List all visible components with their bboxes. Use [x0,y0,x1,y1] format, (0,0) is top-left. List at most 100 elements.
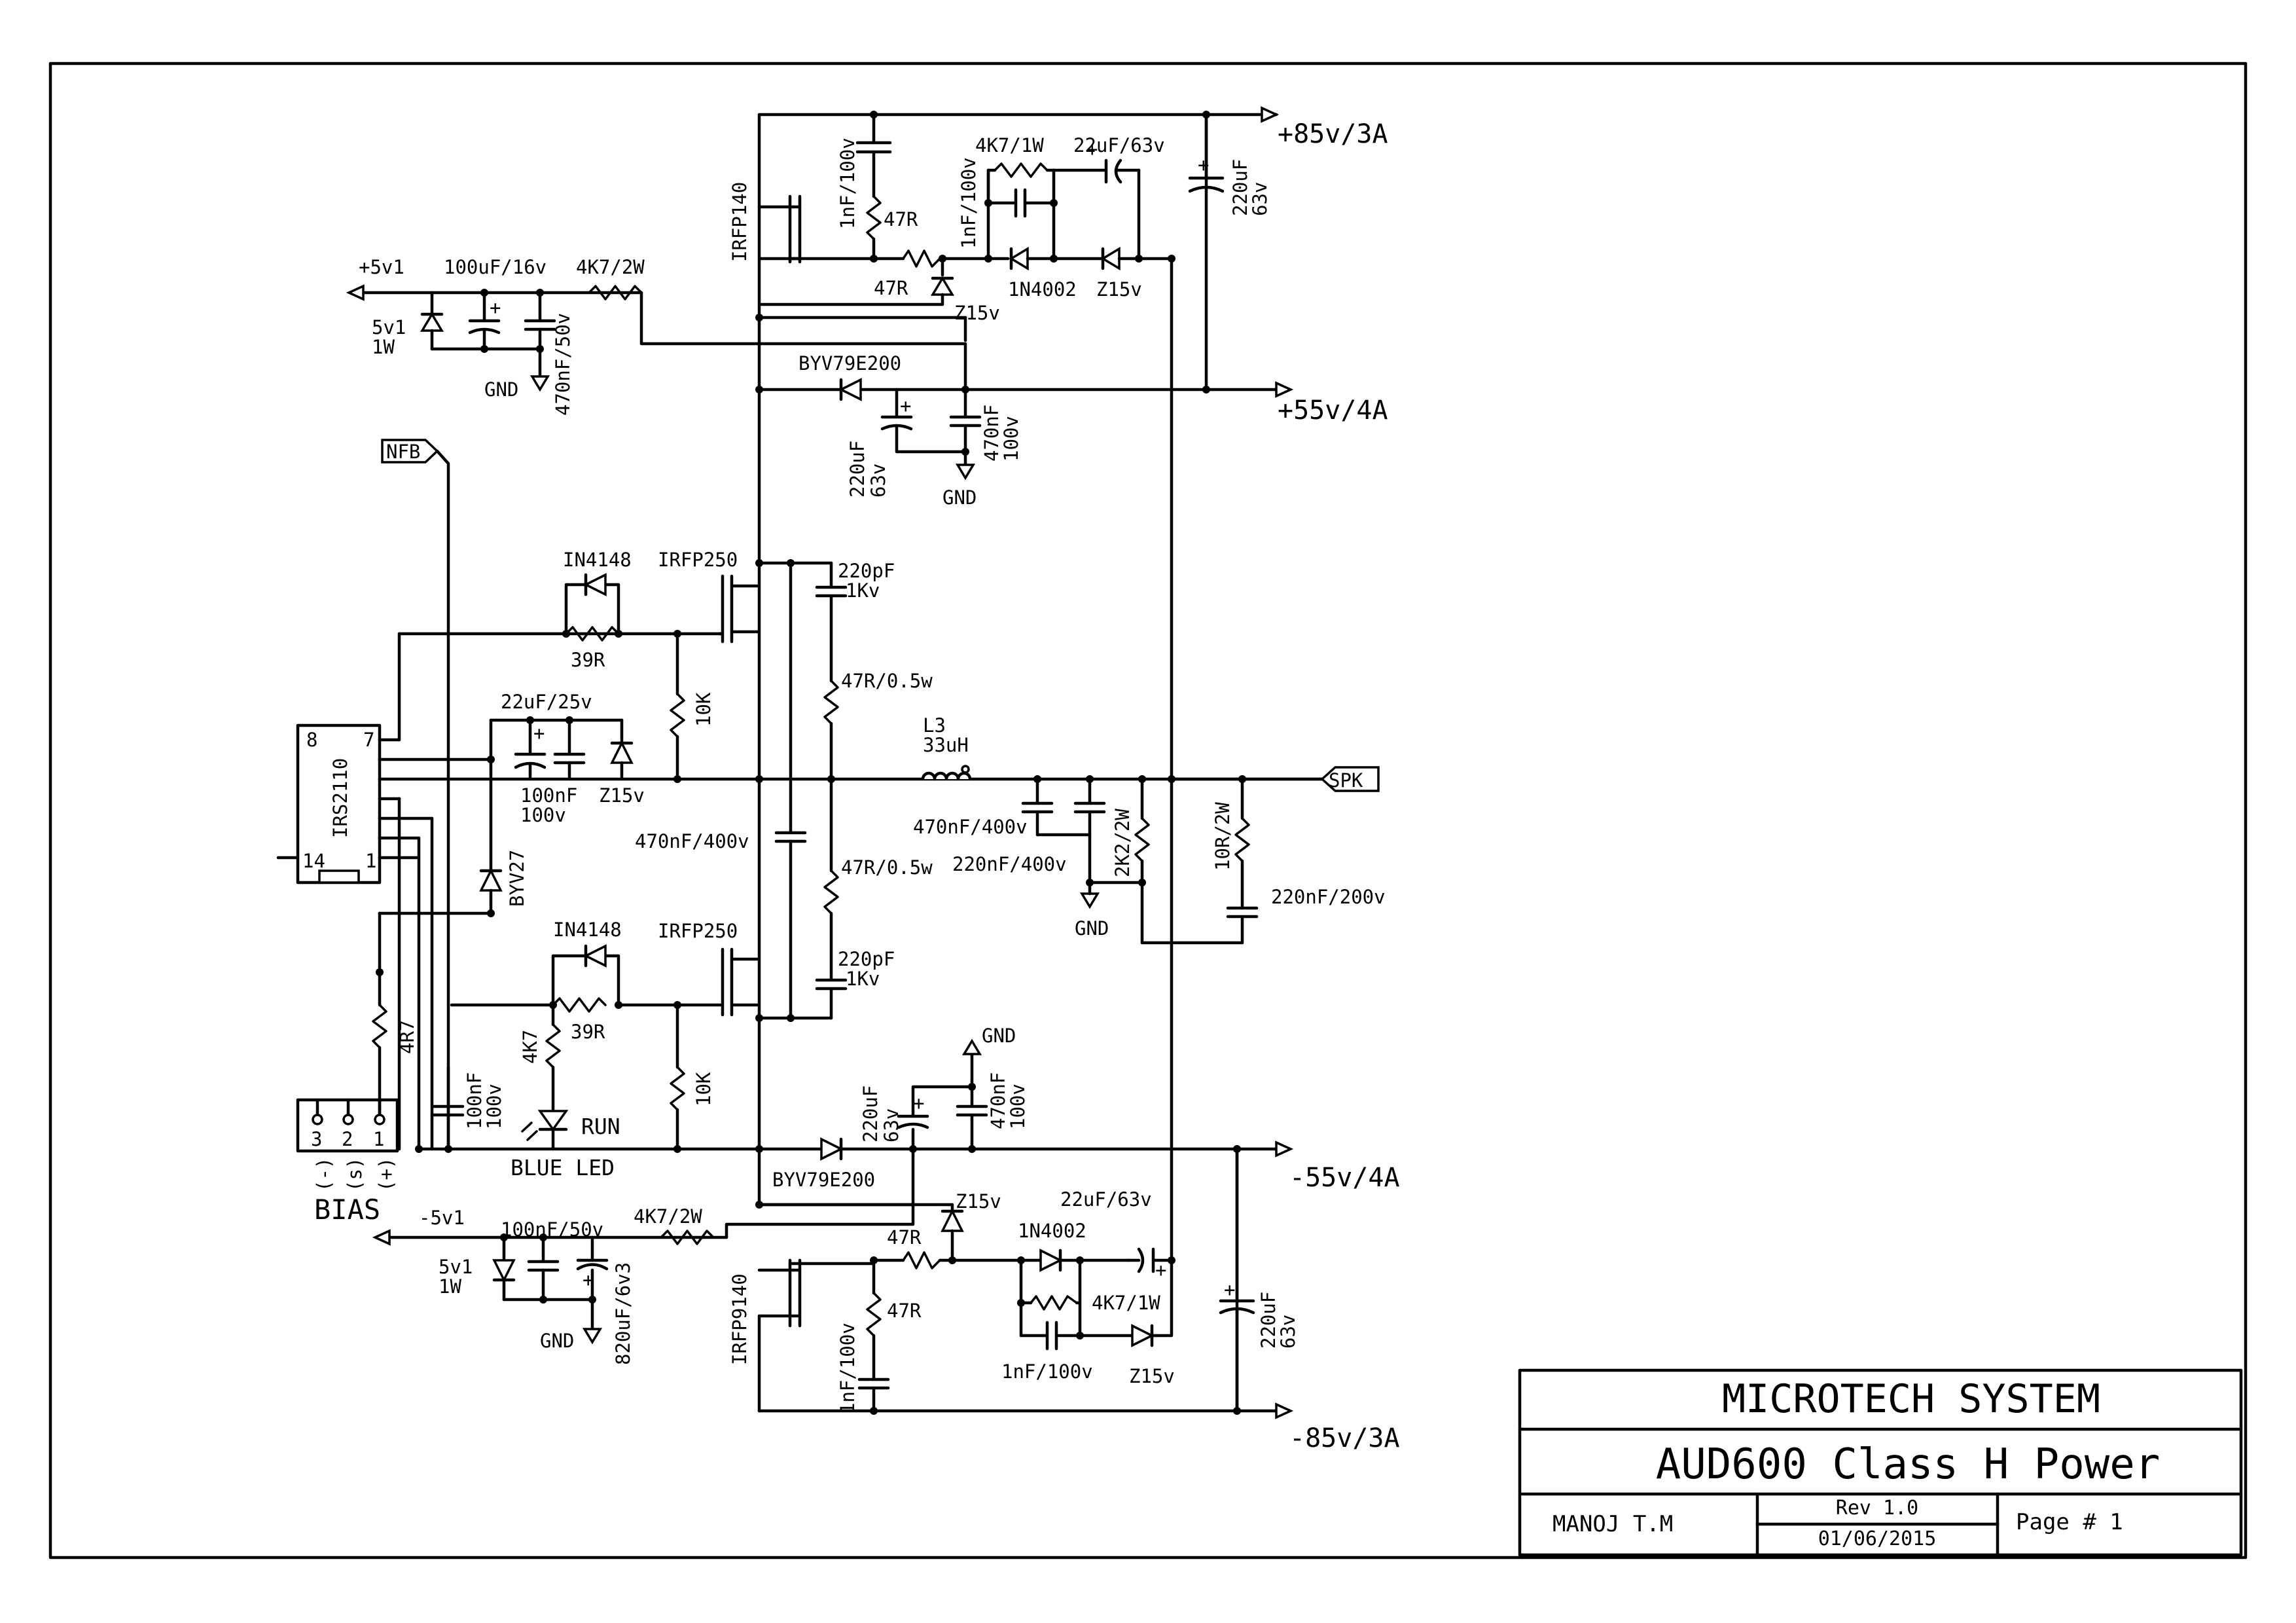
svg-text:+: + [1155,1259,1166,1281]
svg-text:22uF/25v: 22uF/25v [501,691,592,713]
svg-text:1: 1 [365,850,376,872]
spk-connector: SPK [1320,766,1380,792]
svg-text:1nF/100v: 1nF/100v [836,1322,859,1414]
svg-text:SPK: SPK [1329,769,1363,792]
svg-text:220uF: 220uF [846,441,869,498]
svg-text:100nF: 100nF [520,784,577,807]
svg-text:47R: 47R [887,1300,922,1322]
svg-text:100nF: 100nF [463,1072,486,1129]
svg-text:GND: GND [540,1330,574,1352]
svg-text:+: + [1224,1279,1235,1301]
class-h-diode-bottom: BYV79E200 + GND 220uF 63v 470nF 100v Z15… [757,1025,1029,1262]
svg-text:1Kv: 1Kv [846,968,880,990]
svg-text:4K7/1W: 4K7/1W [975,134,1044,156]
svg-text:39R: 39R [571,1021,605,1043]
svg-text:220pF: 220pF [838,560,895,582]
svg-text:1W: 1W [439,1275,461,1298]
revision: Rev 1.0 [1836,1497,1918,1520]
svg-text:+5v1: +5v1 [359,256,404,278]
svg-text:+: + [1086,138,1098,160]
author: MANOJ T.M [1552,1511,1673,1537]
svg-text:Z15v: Z15v [954,302,1000,324]
bias-connector: 4R7 3 2 1 (-) (s) (+) BIAS [296,970,418,1226]
svg-text:4K7/2W: 4K7/2W [634,1205,702,1228]
svg-text:3: 3 [311,1128,322,1150]
rail-plus55: +55v/4A [1278,395,1388,426]
svg-text:47R: 47R [874,277,908,299]
svg-text:2K2/2W: 2K2/2W [1111,809,1134,877]
company-name: MICROTECH SYSTEM [1722,1376,2100,1422]
nfb-connector: NFB [381,439,450,1151]
svg-text:+: + [533,722,545,744]
mosfet-irfp9140: IRFP9140 [728,1258,876,1413]
svg-text:100v: 100v [1000,416,1022,462]
bootstrap-caps: + 22uF/25v 100nF 100v Z15v BYV27 [479,691,645,915]
svg-text:(s): (s) [344,1158,366,1192]
svg-text:+: + [900,395,911,417]
aux-supply-minus5: -5v1 5v1 1W 100nF/50v + 820uF/6v3 GND 4K… [372,1203,915,1365]
svg-text:22uF/63v: 22uF/63v [1060,1188,1152,1211]
svg-text:RUN: RUN [581,1114,620,1139]
svg-text:+: + [913,1092,924,1114]
svg-text:47R: 47R [887,1226,922,1249]
svg-text:470nF: 470nF [980,405,1003,462]
sheet-border [48,62,2248,1559]
gate-network-high: 39R IN4148 10K [397,549,715,781]
driver-irs2110: 8 7 14 1 IRS2110 [276,723,493,915]
svg-text:63v: 63v [1277,1315,1299,1349]
svg-text:10R/2W: 10R/2W [1211,802,1234,871]
svg-text:BYV27: BYV27 [506,850,528,907]
svg-text:1nF/100v: 1nF/100v [958,157,980,249]
title-block: MICROTECH SYSTEM AUD600 Class H Power MA… [1518,1368,2243,1557]
svg-text:GND: GND [942,486,977,509]
gate-network-low: 39R IN4148 10K 4K7 RUN BLUE LED 100nF 10… [378,797,715,1180]
svg-text:(+): (+) [375,1158,397,1192]
svg-text:10K: 10K [692,1072,715,1106]
svg-text:+: + [490,297,501,319]
page-number: Page # 1 [2016,1509,2123,1535]
svg-text:1N4002: 1N4002 [1008,278,1077,301]
cap-220uf-top: + 220uF 63v [1188,113,1271,216]
cap-220uf-bottom: + 220uF 63v [1219,1147,1299,1413]
svg-text:L3: L3 [923,714,946,737]
svg-text:220nF/400v: 220nF/400v [952,853,1067,875]
svg-text:220uF: 220uF [859,1085,882,1142]
svg-text:47R: 47R [884,208,918,230]
gate-network-top: 47R Z15v 1nF/100v [757,157,1000,324]
svg-text:+: + [1198,154,1209,176]
svg-text:470nF/50v: 470nF/50v [552,313,574,416]
svg-text:2: 2 [342,1128,353,1150]
svg-text:7: 7 [363,729,374,751]
svg-text:BYV79E200: BYV79E200 [798,352,901,374]
svg-text:63v: 63v [867,464,889,498]
svg-text:IRFP9140: IRFP9140 [728,1273,751,1365]
svg-text:BIAS: BIAS [314,1194,380,1226]
aux-supply-plus5: +5v1 5v1 1W + 100uF/16v 470nF/50v GND 4K… [346,256,967,416]
mosfet-irfp140: IRFP140 [728,182,879,264]
svg-text:22uF/63v: 22uF/63v [1073,134,1165,156]
svg-text:NFB: NFB [386,441,420,463]
svg-text:1nF/100v: 1nF/100v [836,137,859,229]
svg-text:5v1: 5v1 [372,316,406,338]
output-filter: L3 33uH 470nF/400v 220nF/400v GND 2K2/2W… [913,714,1386,945]
rail-minus55: -55v/4A [1289,1163,1400,1193]
svg-text:Z15v: Z15v [1096,278,1142,301]
junction-dots [376,111,1246,1415]
svg-text:10K: 10K [692,692,715,727]
svg-text:5v1: 5v1 [439,1256,473,1278]
svg-text:IN4148: IN4148 [563,549,632,571]
svg-text:(-): (-) [313,1158,335,1192]
svg-text:GND: GND [484,378,518,401]
svg-text:470nF: 470nF [987,1072,1009,1129]
rc-snubber-top: 1nF/100v 47R [836,113,918,261]
svg-text:IRFP140: IRFP140 [728,182,751,262]
svg-text:1: 1 [373,1128,384,1150]
mosfet-irfp250-low: IRFP250 [617,777,761,1207]
svg-text:Z15v: Z15v [599,784,645,807]
svg-text:220uF: 220uF [1229,159,1251,216]
svg-text:47R/0.5w: 47R/0.5w [841,856,933,879]
svg-text:220uF: 220uF [1257,1292,1280,1349]
svg-text:100v: 100v [483,1084,505,1129]
svg-text:8: 8 [306,729,317,751]
